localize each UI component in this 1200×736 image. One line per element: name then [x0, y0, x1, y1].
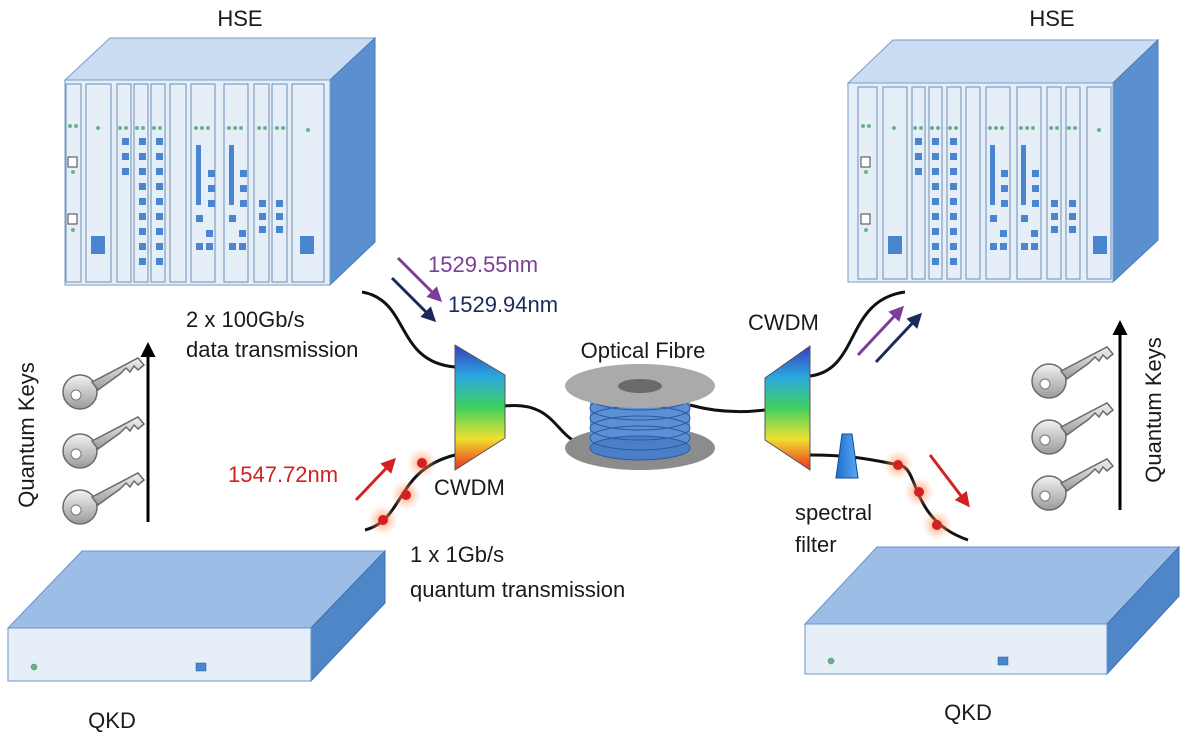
qkd-box-right: [803, 545, 1181, 676]
key-icon: [1031, 458, 1114, 511]
navy-arrow-icon: [874, 312, 923, 364]
quantum-transmission-label: quantum transmission: [410, 577, 625, 602]
spectral-filter-icon: [835, 433, 859, 479]
data-fibre-right: [809, 290, 906, 378]
fibre-spool: [565, 364, 715, 470]
trunk-fibre-right: [689, 403, 766, 414]
purple-arrow-icon: [856, 305, 905, 357]
cwdm-mux-left: [454, 344, 506, 471]
key-icon: [62, 416, 145, 469]
cwdm-label-right: CWDM: [748, 310, 819, 335]
purple-arrow-icon: [396, 256, 443, 303]
qkd-box-left: [6, 549, 387, 683]
optical-fibre-label: Optical Fibre: [581, 338, 706, 363]
key-icon: [62, 472, 145, 525]
hse-rack-right: [846, 38, 1160, 284]
quantum-keys-label-left: Quantum Keys: [14, 362, 39, 508]
key-icon: [62, 357, 145, 410]
data-transmission-rate: 2 x 100Gb/s: [186, 307, 305, 332]
qkd-label-right: QKD: [944, 700, 992, 725]
wavelength-purple: 1529.55nm: [428, 252, 538, 277]
red-arrow-icon: [928, 454, 970, 508]
photon-dots-right: [883, 450, 952, 540]
key-icon: [1031, 402, 1114, 455]
cwdm-mux-right: [764, 345, 811, 471]
photon-dots-left: [368, 448, 437, 535]
quantum-keys-label-right: Quantum Keys: [1141, 337, 1166, 483]
hse-label-left: HSE: [217, 6, 262, 31]
qkd-label-left: QKD: [88, 708, 136, 733]
red-arrow-icon: [354, 457, 397, 502]
spectral-filter-label: spectral: [795, 500, 872, 525]
data-transmission-label: data transmission: [186, 337, 358, 362]
key-icon: [1031, 346, 1114, 399]
cwdm-label-left: CWDM: [434, 475, 505, 500]
quantum-transmission-rate: 1 x 1Gb/s: [410, 542, 504, 567]
wavelength-red: 1547.72nm: [228, 462, 338, 487]
hse-label-right: HSE: [1029, 6, 1074, 31]
navy-arrow-icon: [390, 276, 437, 323]
spectral-filter-label-2: filter: [795, 532, 837, 557]
data-fibre-left: [361, 290, 456, 369]
wavelength-navy: 1529.94nm: [448, 292, 558, 317]
hse-rack-left: [63, 36, 377, 287]
